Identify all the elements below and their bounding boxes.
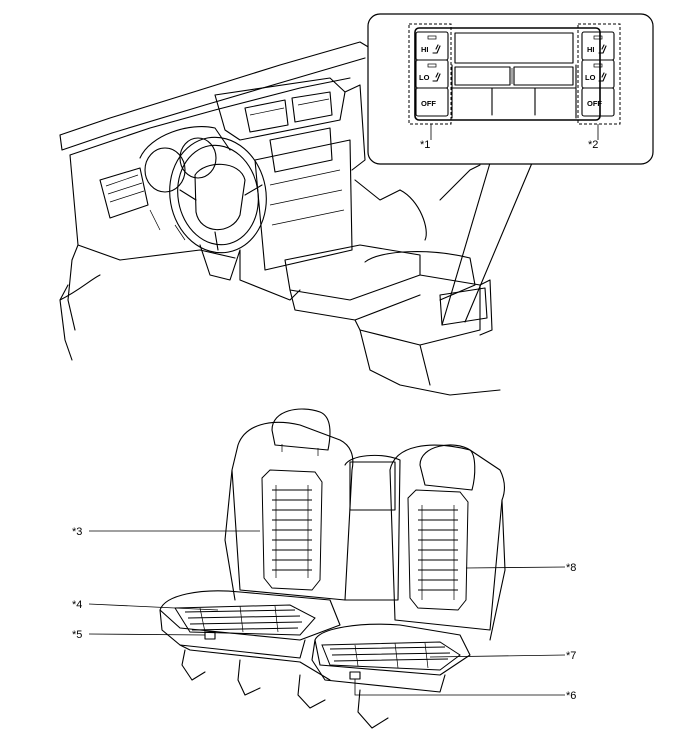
callout-label-2: *2: [588, 139, 598, 151]
dashboard-illustration: [59, 41, 501, 396]
right-off-label: OFF: [587, 99, 602, 108]
left-hi-indicator: [427, 35, 437, 40]
right-hi-indicator: [593, 35, 603, 40]
callout-label-3: *3: [72, 526, 82, 538]
left-seat-heater-switch: HI LO OFF: [408, 23, 452, 125]
leader-5: [88, 633, 206, 636]
right-seat-cushion-heater: [321, 641, 461, 671]
right-lo-label: LO: [585, 73, 596, 82]
right-seat-heater-switch: HI LO OFF: [577, 23, 621, 125]
left-lo-seat-icon: [432, 72, 441, 82]
right-hi-seat-icon: [598, 44, 607, 54]
left-lo-label: LO: [419, 73, 430, 82]
callout-label-5: *5: [72, 629, 82, 641]
right-lo-indicator: [593, 63, 603, 68]
callout-label-4: *4: [72, 599, 82, 611]
right-off-button: [581, 87, 615, 117]
left-switch-highlight: [408, 23, 452, 125]
leader-7: [429, 654, 566, 658]
switch-panel-callout: HI LO OFF HI LO OFF *1 *2: [367, 13, 654, 165]
right-hi-label: HI: [587, 45, 595, 54]
left-hi-label: HI: [421, 45, 429, 54]
callout-label-8: *8: [566, 562, 576, 574]
leader-6: [354, 679, 565, 696]
left-off-button: [415, 87, 449, 117]
leader-4: [88, 603, 219, 611]
left-lo-indicator: [427, 63, 437, 68]
rear-seat-illustration: [159, 408, 506, 729]
left-heater-connector: [204, 631, 216, 640]
right-heater-connector: [349, 671, 361, 680]
leader-8: [465, 566, 566, 569]
zoom-leader-line-left: [441, 162, 491, 326]
right-switch-highlight: [577, 23, 621, 125]
left-seat-cushion-heater: [174, 604, 316, 636]
callout-label-7: *7: [566, 650, 576, 662]
right-seatback-heater: [407, 489, 469, 611]
left-hi-seat-icon: [432, 44, 441, 54]
callout-frame: [367, 13, 654, 165]
left-seatback-heater: [261, 469, 323, 591]
callout-label-1: *1: [420, 139, 430, 151]
left-off-label: OFF: [421, 99, 436, 108]
callout-label-6: *6: [566, 690, 576, 702]
zoom-leader-line-right: [464, 162, 533, 323]
switch-panel-body: [414, 27, 601, 121]
right-lo-seat-icon: [598, 72, 607, 82]
